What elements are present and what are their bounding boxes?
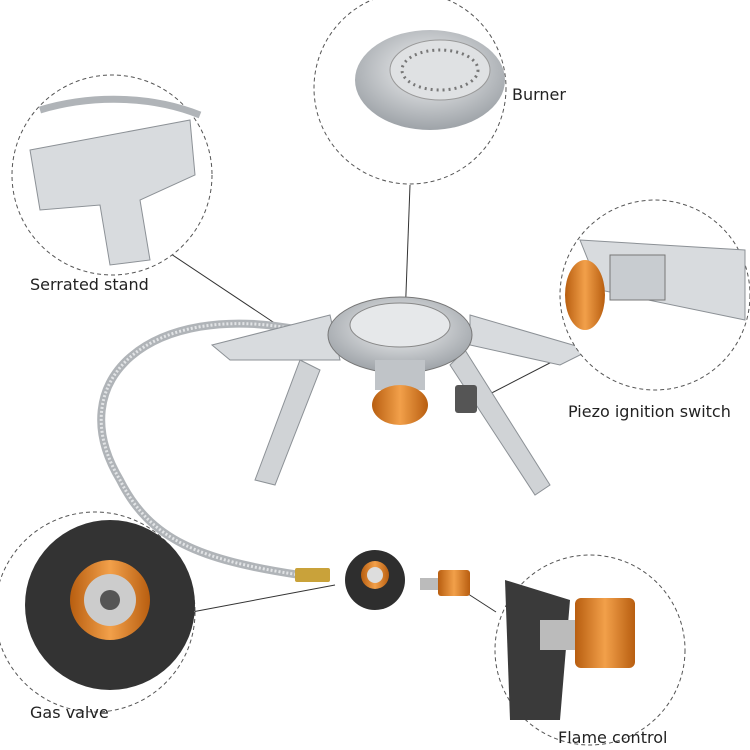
leader-lines <box>149 184 576 613</box>
gas-valve-closeup <box>25 520 195 690</box>
piezo-ignition-switch-label: Piezo ignition switch <box>568 402 731 421</box>
flame-control-closeup <box>505 580 635 720</box>
serrated-stand-label: Serrated stand <box>30 275 149 294</box>
burner-label: Burner <box>512 85 566 104</box>
stand-closeup <box>29 95 202 266</box>
piezo-closeup <box>565 239 746 330</box>
gas-valve-label: Gas valve <box>30 703 109 722</box>
flame-control-label: Flame control <box>558 728 668 747</box>
stove-illustration <box>97 296 592 610</box>
burner-closeup <box>355 30 505 130</box>
